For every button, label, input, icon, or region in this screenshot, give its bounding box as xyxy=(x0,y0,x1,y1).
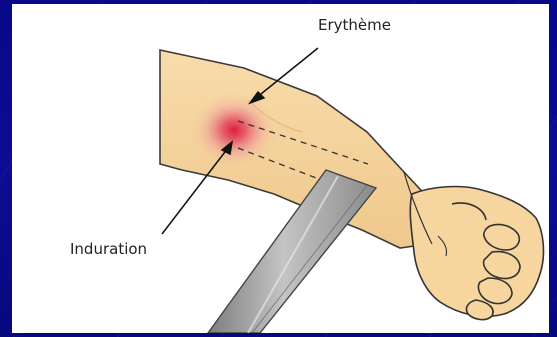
fist xyxy=(410,187,543,320)
erythema-spot xyxy=(188,90,280,170)
tuberculin-skin-test-diagram xyxy=(12,4,549,333)
induration-label: Induration xyxy=(70,240,147,258)
illustration-panel: Erythème Induration xyxy=(12,4,549,333)
erythema-label: Erythème xyxy=(318,16,391,34)
